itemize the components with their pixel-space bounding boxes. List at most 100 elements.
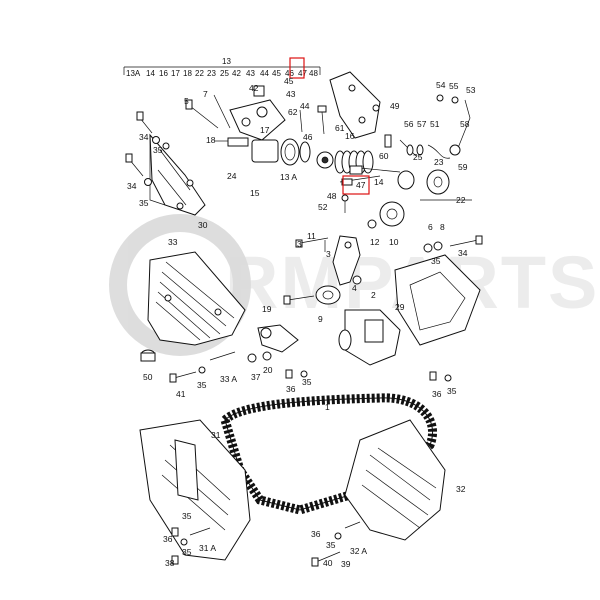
cover-33 bbox=[147, 251, 246, 346]
callout-label: 5 bbox=[184, 96, 189, 106]
right-small-parts bbox=[349, 94, 472, 201]
callout-label: 22 bbox=[456, 195, 466, 205]
callout-label: 35 bbox=[139, 198, 149, 208]
callout-label: 37 bbox=[251, 372, 261, 382]
callout-label: 18 bbox=[206, 135, 216, 145]
callout-label: 38 bbox=[165, 558, 175, 568]
callout-label: 2 bbox=[371, 290, 376, 300]
callout-label: 34 bbox=[127, 181, 137, 191]
callout-label: 34 bbox=[139, 132, 149, 142]
callout-label: 36 bbox=[163, 534, 173, 544]
callout-label: 60 bbox=[379, 151, 389, 161]
callout-label: 59 bbox=[458, 162, 468, 172]
callout-label: 29 bbox=[395, 302, 405, 312]
callout-label: 31 bbox=[211, 430, 221, 440]
callout-label: 35 bbox=[182, 511, 192, 521]
callout-label: 35 bbox=[431, 256, 441, 266]
callout-label: 42 bbox=[249, 83, 259, 93]
callout-label: 47 bbox=[356, 180, 366, 190]
kit-member: 44 bbox=[260, 69, 269, 78]
plug-50 bbox=[140, 349, 156, 362]
lower-cover-32 bbox=[344, 419, 446, 541]
tensioner-19 bbox=[247, 324, 299, 363]
callout-label: 19 bbox=[262, 304, 272, 314]
bolts-upper-left bbox=[125, 111, 160, 186]
callout-label: 23 bbox=[434, 157, 444, 167]
callout-label: 52 bbox=[318, 202, 328, 212]
idler-bracket bbox=[185, 85, 286, 141]
middle-pulleys bbox=[295, 194, 405, 286]
callout-label: 53 bbox=[466, 85, 476, 95]
bracket-49 bbox=[299, 71, 381, 139]
lower-cover-31 bbox=[139, 419, 251, 561]
callout-label: 46 bbox=[303, 132, 313, 142]
callout-label: 17 bbox=[260, 125, 270, 135]
callout-label: 31 A bbox=[199, 543, 216, 553]
callout-label: 62 bbox=[288, 107, 298, 117]
bolts-right-middle bbox=[285, 369, 452, 382]
kit-member: 45 bbox=[272, 69, 281, 78]
kit-member: 47 bbox=[298, 69, 307, 78]
highlight-box-top bbox=[289, 57, 305, 79]
kit-member: 48 bbox=[309, 69, 318, 78]
callout-label: 33 A bbox=[220, 374, 237, 384]
callout-label: 61 bbox=[335, 123, 345, 133]
callout-label: 13 A bbox=[280, 172, 297, 182]
callout-label: 36 bbox=[432, 389, 442, 399]
callout-label: 40 bbox=[323, 558, 333, 568]
callout-label: 4 bbox=[352, 283, 357, 293]
callout-label: 41 bbox=[176, 389, 186, 399]
callout-label: 55 bbox=[449, 81, 459, 91]
callout-label: 20 bbox=[263, 365, 273, 375]
callout-label: 8 bbox=[440, 222, 445, 232]
callout-label: 11 bbox=[307, 231, 316, 241]
callout-label: 32 A bbox=[350, 546, 367, 556]
kit-member: 16 bbox=[159, 69, 168, 78]
callout-label: 57 bbox=[417, 119, 427, 129]
callout-label: 30 bbox=[198, 220, 208, 230]
callout-label: 48 bbox=[327, 191, 337, 201]
callout-label: 14 bbox=[374, 177, 384, 187]
bolts-lower-left bbox=[169, 351, 236, 383]
callout-label: 32 bbox=[456, 484, 466, 494]
drive-assembly bbox=[338, 254, 481, 366]
callout-label: 39 bbox=[341, 559, 351, 569]
kit-member: 18 bbox=[183, 69, 192, 78]
callout-label: 25 bbox=[413, 152, 423, 162]
camshaft-seal-group bbox=[215, 137, 334, 169]
kit-member: 42 bbox=[232, 69, 241, 78]
callout-label: 1 bbox=[325, 402, 330, 412]
callout-label: 35 bbox=[447, 386, 457, 396]
callout-label: 16 bbox=[345, 131, 355, 141]
callout-label: 44 bbox=[300, 101, 310, 111]
kit-member: 23 bbox=[207, 69, 216, 78]
callout-label: 35 bbox=[302, 377, 312, 387]
callout-label: 36 bbox=[311, 529, 321, 539]
callout-label: 9 bbox=[318, 314, 323, 324]
callout-label: 24 bbox=[227, 171, 237, 181]
callout-label: 56 bbox=[404, 119, 414, 129]
callout-label: 33 bbox=[168, 237, 178, 247]
upper-cover-left bbox=[149, 133, 206, 216]
kit-member: 13A bbox=[126, 69, 141, 78]
kit-member: 22 bbox=[195, 69, 204, 78]
callout-label: 34 bbox=[458, 248, 468, 258]
idler-pulley-9 bbox=[283, 285, 341, 305]
kit-member: 43 bbox=[246, 69, 255, 78]
callout-label: 3 bbox=[297, 239, 302, 249]
callout-label: 10 bbox=[389, 237, 399, 247]
callout-label: 12 bbox=[370, 237, 380, 247]
callout-label: 35 bbox=[153, 145, 163, 155]
callout-label: 6 bbox=[428, 222, 433, 232]
kit-member: 25 bbox=[220, 69, 229, 78]
kit-member: 14 bbox=[146, 69, 155, 78]
bolts-bottom bbox=[171, 521, 361, 567]
callout-label: 35 bbox=[326, 540, 336, 550]
highlight-box-47 bbox=[342, 175, 370, 195]
callout-label: 15 bbox=[250, 188, 260, 198]
callout-label: 49 bbox=[390, 101, 400, 111]
